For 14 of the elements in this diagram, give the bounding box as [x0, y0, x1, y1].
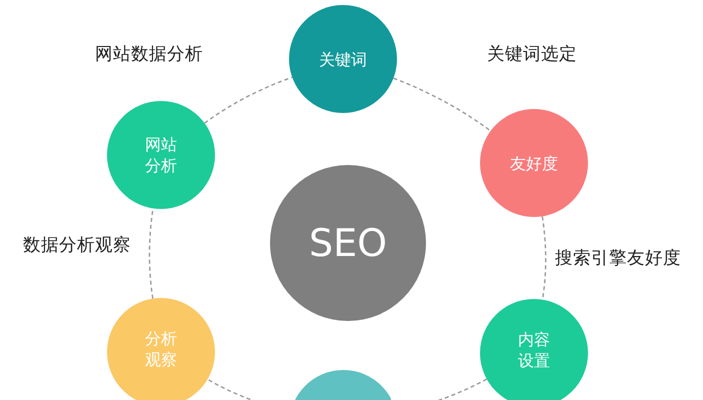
annotation: 网站数据分析 — [95, 46, 203, 64]
node-label: 友好度 — [510, 152, 558, 174]
node-label: SEO — [308, 220, 388, 267]
dashed-connector — [148, 208, 154, 299]
node-label: 内容设置 — [517, 328, 551, 370]
dashed-connector — [542, 216, 546, 300]
annotation: 数据分析观察 — [23, 237, 131, 255]
annotation: 关键词选定 — [487, 46, 577, 64]
dashed-connector — [393, 78, 491, 132]
node-label: 分析观察 — [144, 328, 178, 370]
node-label: 关键词 — [319, 48, 367, 70]
node-label: 网站分析 — [144, 134, 178, 176]
dashed-connector — [204, 76, 292, 124]
annotation: 搜索引擎友好度 — [555, 250, 681, 268]
